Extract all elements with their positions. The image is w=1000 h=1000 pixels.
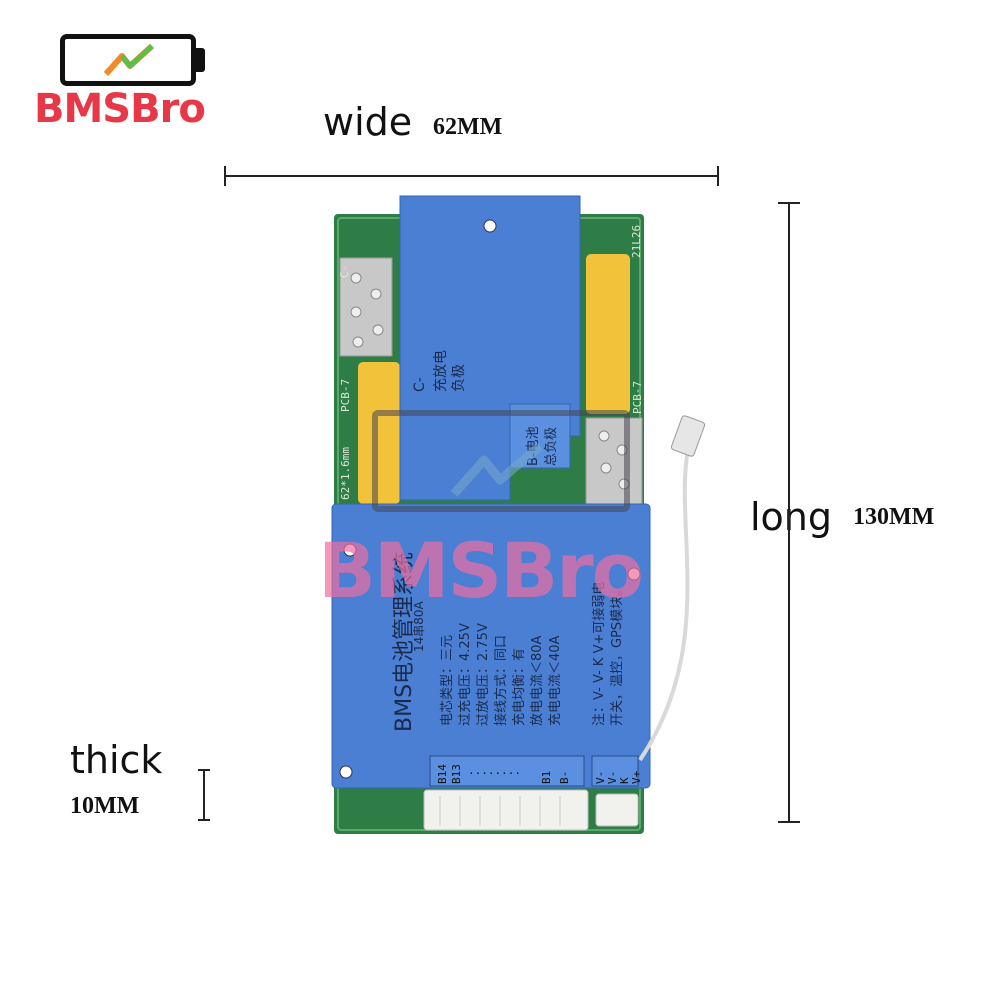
- connector-label-b-minus: B-: [558, 770, 571, 784]
- watermark-battery-outline: [372, 410, 630, 512]
- pcb-silk-c-minus: C-: [338, 264, 351, 278]
- pcb-silk-model-right: PCB-7: [631, 380, 644, 414]
- thickness-label: thick: [70, 738, 163, 782]
- spec-line-charge-current: 充电电流＜40A: [548, 635, 563, 726]
- thickness-value: 10MM: [70, 793, 140, 819]
- spec-line-cell-type: 电芯类型：三元: [440, 634, 455, 726]
- spec-line-wiring: 接线方式：同口: [494, 634, 509, 726]
- pcb-silk-date: 21L26: [630, 224, 643, 258]
- brand-logo-text: BMSBro: [34, 86, 206, 132]
- watermark-text: BMSBro: [318, 526, 644, 615]
- right-solder-pad: [586, 254, 630, 414]
- port-label-strip: [591, 755, 639, 787]
- pcb-silk-size: 62*1.6mm: [339, 447, 352, 500]
- spec-line-balance: 充电均衡：有: [512, 647, 527, 726]
- watermark-bolt-icon: [450, 442, 543, 497]
- pcb-silk-model-left: PCB-7: [339, 378, 352, 412]
- switch-port-connector: [595, 793, 639, 827]
- logo-battery-outline: [60, 34, 196, 86]
- logo-battery-terminal: [196, 48, 205, 72]
- width-value: 62MM: [433, 114, 503, 140]
- left-solder-pad: [358, 362, 400, 504]
- connector-label-b14: B14: [436, 764, 449, 784]
- top-sticker-line-3: 负极: [451, 364, 467, 392]
- spec-line-discharge-current: 放电电流＜80A: [530, 635, 545, 726]
- spec-line-overdischarge: 过放电压：2.75V: [476, 623, 491, 726]
- top-sticker-line-2: 充放电: [433, 350, 449, 392]
- connector-label-b13: B13: [450, 764, 463, 784]
- width-label: wide: [323, 100, 413, 144]
- main-blue-sticker: [331, 503, 651, 789]
- balance-connector-label-strip: [429, 755, 585, 787]
- connector-label-b1: B1: [540, 770, 553, 784]
- length-label: long: [750, 495, 833, 539]
- port-label-v-plus: V+: [630, 770, 643, 784]
- b-minus-metal-pad: [585, 417, 643, 507]
- temp-sensor-wire: [638, 439, 692, 762]
- lightning-bolt-icon: [103, 43, 155, 76]
- length-value: 130MM: [853, 504, 935, 530]
- connector-label-dots: ........: [468, 764, 521, 777]
- balance-wire-connector: [423, 789, 589, 831]
- c-minus-metal-pad: [339, 257, 393, 357]
- top-sticker-line-1: C-: [412, 377, 428, 392]
- temp-sensor-probe: [670, 415, 706, 457]
- spec-line-overcharge: 过充电压：4.25V: [458, 623, 473, 726]
